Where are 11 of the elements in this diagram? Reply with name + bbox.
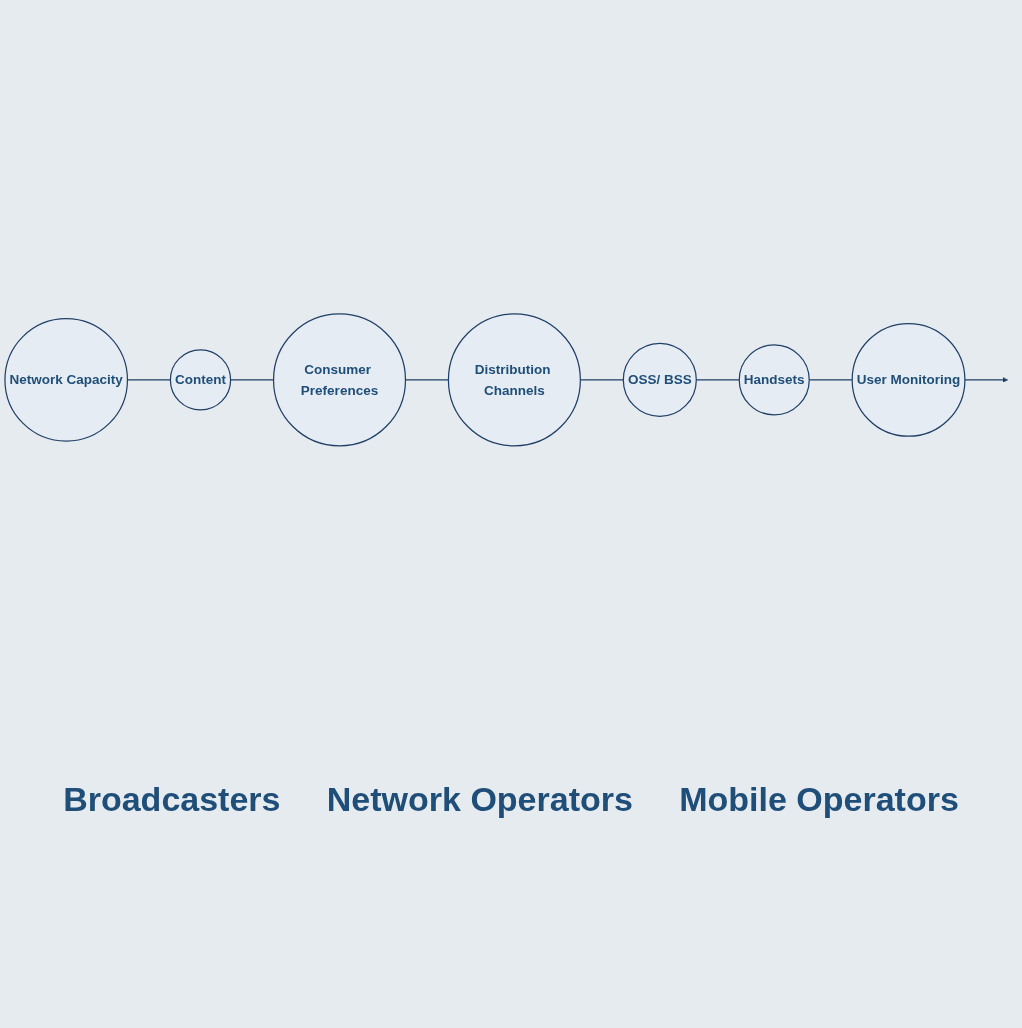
- arrow: [964, 377, 1009, 383]
- node-circle: Consumer Preferences: [272, 313, 407, 447]
- node-circle: Content: [169, 349, 232, 411]
- group-label: Network Operators: [326, 780, 633, 819]
- node-circle: OSS/ BSS: [622, 342, 697, 418]
- group-label: Broadcasters: [63, 780, 281, 819]
- node-circle: Network Capacity: [4, 318, 129, 442]
- group-label: Mobile Operators: [679, 780, 959, 819]
- node-circle: User Monitoring: [851, 323, 966, 437]
- node-circle: Handsets: [738, 344, 810, 416]
- node-circle: Distribution Channels: [447, 313, 581, 447]
